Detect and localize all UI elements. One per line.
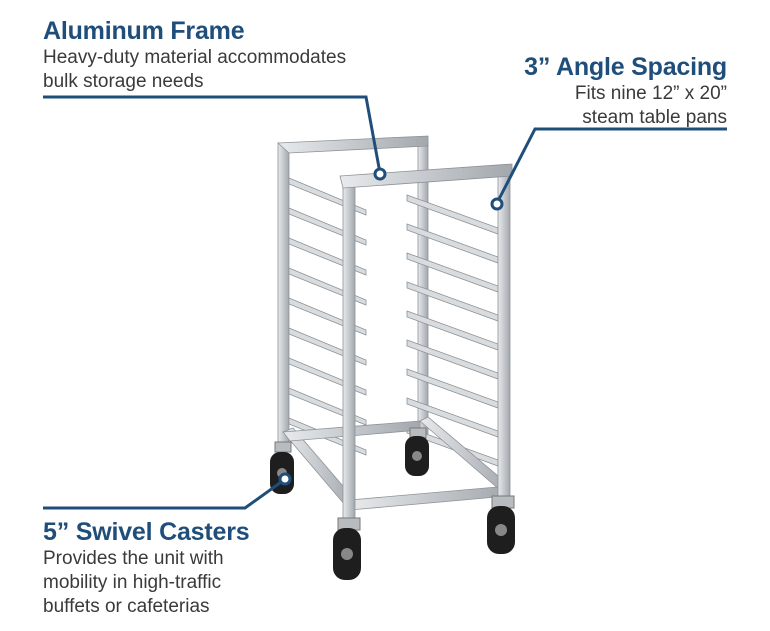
- aluminum-frame-desc-line1: Heavy-duty material accommodates: [43, 47, 347, 68]
- frame-leader-line: [43, 95, 382, 174]
- swivel-casters-desc-line1: Provides the unit with: [43, 548, 224, 569]
- casters-dot-icon: [278, 472, 292, 486]
- aluminum-frame-callout: Aluminum Frame Heavy-duty material accom…: [43, 16, 346, 94]
- caster-front-left: [333, 517, 361, 580]
- angle-spacing-callout: 3” Angle Spacing Fits nine 12” x 20” ste…: [524, 52, 727, 130]
- angle-spacing-title: 3” Angle Spacing: [524, 53, 727, 81]
- caster-front-right: [487, 495, 515, 554]
- swivel-casters-desc-line3: buffets or cafeterias: [43, 596, 210, 617]
- callout-leader-lines: [43, 95, 727, 510]
- angle-spacing-desc-line2: steam table pans: [582, 107, 727, 128]
- rack-base-frame: [282, 416, 511, 511]
- rack-front-frame: [339, 163, 513, 521]
- swivel-casters-callout: 5” Swivel Casters Provides the unit with…: [43, 517, 250, 619]
- caster-back-right: [405, 427, 429, 476]
- angle-spacing-desc-line1: Fits nine 12” x 20”: [574, 83, 727, 104]
- swivel-casters-desc-line2: mobility in high-traffic: [43, 572, 222, 593]
- spacing-leader-line: [495, 127, 727, 204]
- aluminum-frame-title: Aluminum Frame: [43, 17, 245, 45]
- callout-dots: [278, 167, 504, 486]
- frame-dot-icon: [373, 167, 387, 181]
- spacing-dot-icon: [490, 197, 504, 211]
- swivel-casters-title: 5” Swivel Casters: [43, 518, 250, 546]
- casters-leader-line: [43, 478, 285, 510]
- aluminum-frame-desc-line2: bulk storage needs: [43, 71, 204, 92]
